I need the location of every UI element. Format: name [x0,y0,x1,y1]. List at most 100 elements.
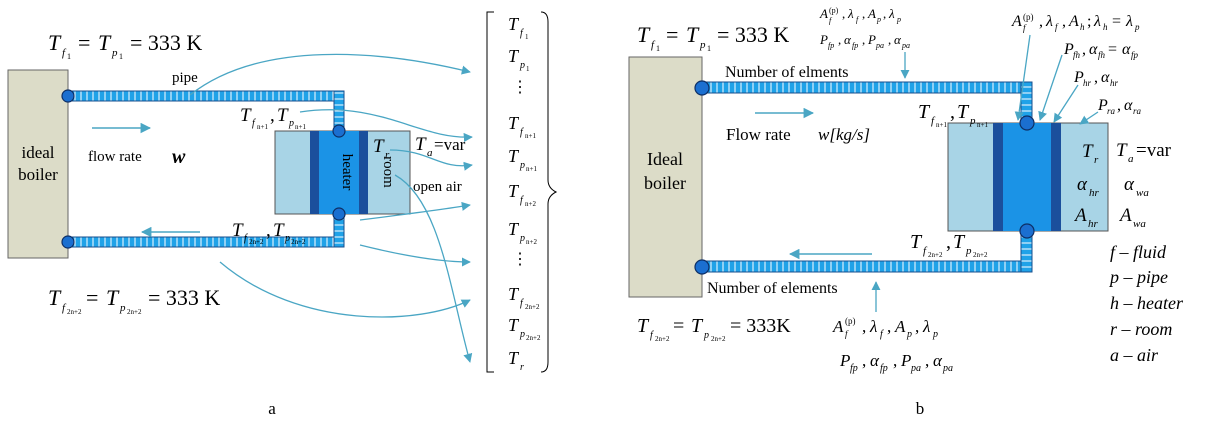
legend-item-r: r – room [1110,319,1172,339]
svg-text:pa: pa [875,41,884,50]
equation-b-top-rhs: = 333 K [717,22,789,47]
vector-left-brace [486,11,494,373]
svg-text:T: T [508,14,520,34]
connector-arrows-a [189,53,473,363]
svg-text:h: h [1080,22,1085,32]
svg-text:T: T [48,30,62,55]
svg-text:α: α [870,351,880,370]
svg-text:pa: pa [942,363,953,374]
node-a-heater-bottom [332,207,346,221]
equation-a-top-rhs: = 333 K [130,30,202,55]
svg-text:fp: fp [828,41,834,50]
svg-text:p: p [703,330,709,341]
svg-text:p: p [119,302,126,314]
svg-text:1: 1 [526,65,530,73]
legend-b: f – fluid p – pipe h – heater r – room a… [1108,242,1184,365]
svg-text:f: f [923,245,928,257]
svg-text:fp: fp [1131,50,1139,60]
svg-text:α: α [1122,41,1131,58]
node-b-top-temps: T f n+1 , T p n+1 [918,101,988,129]
node-b-heater-top [1019,115,1035,131]
svg-text:T: T [273,220,285,241]
top-elements-label-b: Number of elments [725,64,849,81]
svg-text:2n+2: 2n+2 [928,251,943,259]
svg-text:=: = [1108,41,1117,58]
svg-text:λ: λ [922,317,930,336]
svg-text:p: p [965,245,972,257]
svg-text:f: f [880,329,884,340]
node-a-bottom-temps: T f 2n+2 , T p 2n+2 [232,220,306,246]
svg-text:,: , [946,231,951,253]
svg-text:,: , [1094,69,1098,86]
svg-text:fh: fh [1073,50,1081,60]
svg-text:T: T [508,146,520,166]
svg-text:f: f [520,195,524,206]
equation-a-top: T f 1 = T p 1 = 333 K [48,30,202,61]
svg-text:a: a [1128,153,1134,165]
node-a-top-temps: T f n+1 , T p n+1 [240,105,306,131]
svg-text:f: f [856,15,860,24]
svg-text:pa: pa [901,41,910,50]
bottom-elements-label-b: Number of elements [707,280,838,297]
svg-text:,: , [838,32,841,47]
air-b-temp-value: =var [1136,140,1172,161]
svg-text:λ: λ [888,6,895,21]
caption-b: b [916,399,925,418]
svg-text:p: p [519,60,525,71]
svg-text:ra: ra [1133,106,1142,116]
svg-text:A: A [819,6,828,21]
svg-text:A: A [1118,205,1132,226]
heater-a-band-right [359,131,368,214]
svg-text:T: T [240,105,252,126]
svg-text:,: , [842,6,845,21]
svg-text:2n+2: 2n+2 [973,251,988,259]
legend-item-f: f – fluid [1110,242,1167,262]
svg-text:P: P [900,351,911,370]
room-a-label: room [380,156,396,188]
svg-text:p: p [699,39,706,51]
svg-text:P: P [819,32,828,47]
pipe-b-top [701,81,1033,94]
svg-text:1: 1 [525,33,529,41]
svg-text:T: T [686,22,700,47]
svg-text:T: T [415,134,427,155]
svg-text:(p): (p) [829,6,839,15]
svg-text:α: α [844,32,852,47]
svg-text:p: p [288,118,294,129]
svg-text:=: = [673,315,684,337]
legend-item-h: h – heater [1110,293,1184,313]
svg-text:2n+2: 2n+2 [526,334,541,342]
svg-text:n+2: n+2 [525,200,536,208]
svg-text:,: , [888,32,891,47]
svg-text:f: f [931,115,936,127]
svg-text:n+2: n+2 [526,238,537,246]
svg-text:wa: wa [1136,187,1149,199]
svg-text:p: p [1134,22,1140,32]
panel-b: Ideal boiler T f 1 = T p 1 = 333 K A(p [628,6,1184,418]
flow-b-label: Flow rate [726,125,791,144]
svg-text:,: , [1062,13,1066,30]
svg-text:A: A [832,317,844,336]
svg-text:λ: λ [847,6,854,21]
svg-text:p: p [519,160,525,171]
svg-text:n+1: n+1 [257,123,268,131]
svg-text:hr: hr [1083,78,1092,88]
svg-text:P: P [1063,41,1074,58]
heater-a-band-left [310,131,319,214]
svg-text:1: 1 [67,52,71,61]
svg-text:T: T [508,113,520,133]
svg-text:,: , [925,351,929,370]
svg-text:T: T [98,30,112,55]
svg-text:=: = [86,285,98,310]
svg-text:1: 1 [119,52,123,61]
svg-text:λ: λ [1045,13,1053,30]
heater-a-core [319,131,359,214]
svg-text:T: T [373,136,385,157]
svg-text:,: , [1117,97,1121,114]
svg-text:r: r [385,149,390,161]
svg-text:P: P [839,351,850,370]
flow-a-symbol: w [172,146,186,168]
